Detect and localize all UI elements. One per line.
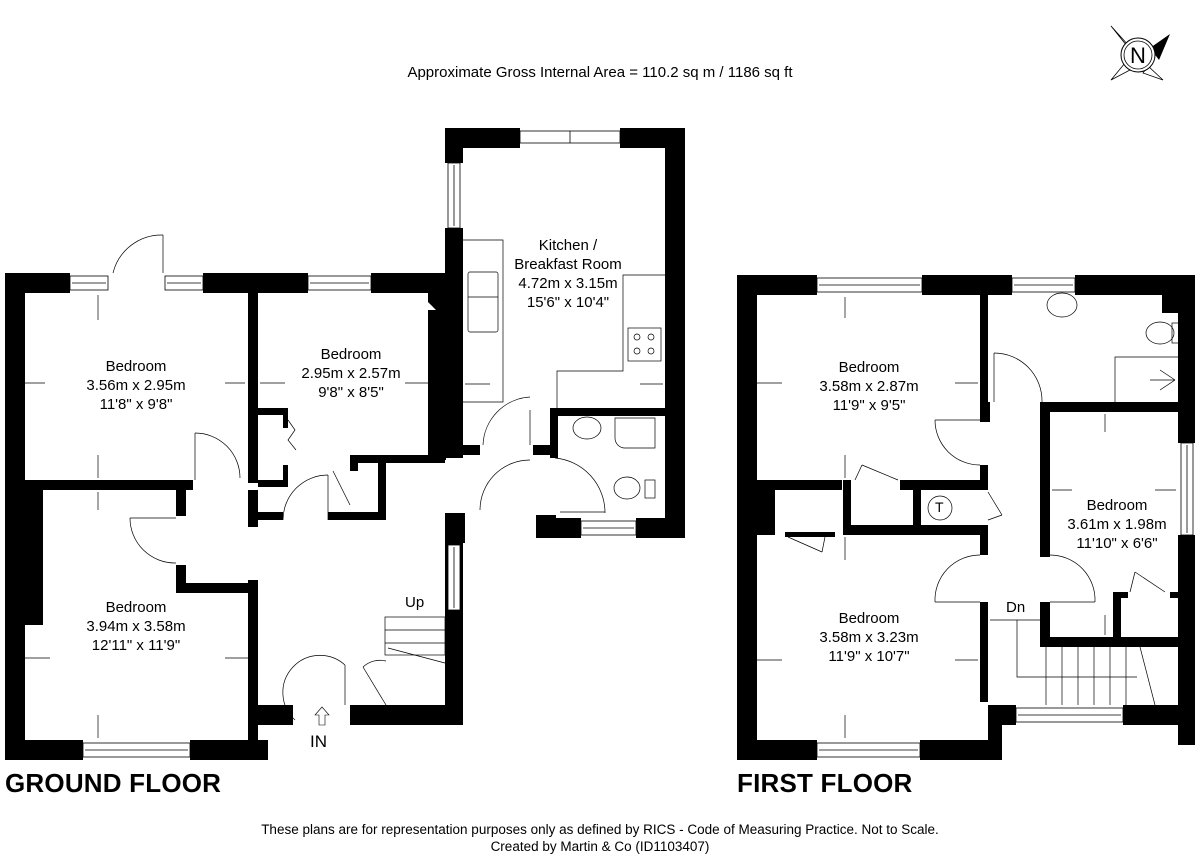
- room-metric: 3.58m x 3.23m: [819, 629, 919, 646]
- stairs-down-label: Dn: [1006, 599, 1026, 616]
- room-first-bedroom-2: Bedroom 3.61m x 1.98m 11'10" x 6'6": [1067, 496, 1166, 553]
- room-imperial: 11'9" x 10'7": [828, 648, 910, 665]
- dimension-arrows-first: [757, 297, 1176, 738]
- room-name: Bedroom: [105, 358, 167, 375]
- first-floor-walls: [737, 275, 1195, 760]
- first-floor-heading: FIRST FLOOR: [737, 768, 913, 798]
- room-ground-bedroom-3: Bedroom 3.94m x 3.58m 12'11" x 11'9": [86, 598, 185, 655]
- room-imperial: 11'10" x 6'6": [1076, 535, 1158, 552]
- room-name: Bedroom: [838, 610, 900, 627]
- svg-text:N: N: [1130, 43, 1146, 68]
- north-compass-icon: N: [1110, 25, 1170, 81]
- room-name: Kitchen /: [538, 237, 598, 254]
- room-metric: 2.95m x 2.57m: [301, 365, 401, 382]
- first-floor-doors: [787, 292, 1181, 706]
- room-ground-bedroom-1: Bedroom 3.56m x 2.95m 11'8" x 9'8": [86, 357, 185, 414]
- room-name: Bedroom: [320, 346, 382, 363]
- ground-floor-windows: [69, 130, 637, 758]
- water-tank-label: T: [935, 499, 944, 515]
- kitchen-fittings: [463, 239, 665, 500]
- room-metric: 3.61m x 1.98m: [1067, 516, 1167, 533]
- room-name: Bedroom: [105, 599, 167, 616]
- ground-floor-doors: [112, 234, 606, 721]
- room-first-bedroom-3: Bedroom 3.58m x 3.23m 11'9" x 10'7": [819, 609, 918, 666]
- stairs-up-label: Up: [405, 594, 425, 611]
- disclaimer-text: These plans are for representation purpo…: [261, 822, 939, 837]
- room-ground-bedroom-2: Bedroom 2.95m x 2.57m 9'8" x 8'5": [301, 345, 400, 402]
- gross-internal-area: Approximate Gross Internal Area = 110.2 …: [407, 64, 793, 81]
- room-name-line2: Breakfast Room: [514, 256, 622, 273]
- room-imperial: 11'9" x 9'5": [832, 397, 906, 414]
- room-imperial: 9'8" x 8'5": [318, 384, 384, 401]
- room-metric: 3.56m x 2.95m: [86, 377, 186, 394]
- credit-text: Created by Martin & Co (ID1103407): [490, 839, 710, 854]
- first-floor-windows: [816, 277, 1194, 758]
- room-metric: 3.58m x 2.87m: [819, 378, 919, 395]
- room-name: Bedroom: [838, 359, 900, 376]
- entrance-label: IN: [310, 732, 327, 751]
- room-first-bedroom-1: Bedroom 3.58m x 2.87m 11'9" x 9'5": [819, 358, 918, 415]
- room-name: Bedroom: [1086, 497, 1148, 514]
- dimension-arrows: [25, 295, 663, 738]
- room-metric: 4.72m x 3.15m: [518, 275, 618, 292]
- room-imperial: 11'8" x 9'8": [99, 396, 173, 413]
- room-kitchen-breakfast: Kitchen / Breakfast Room 4.72m x 3.15m 1…: [514, 236, 622, 312]
- room-imperial: 12'11" x 11'9": [91, 637, 181, 654]
- room-imperial: 15'6" x 10'4": [526, 294, 610, 311]
- room-metric: 3.94m x 3.58m: [86, 618, 186, 635]
- ground-floor-heading: GROUND FLOOR: [5, 768, 222, 798]
